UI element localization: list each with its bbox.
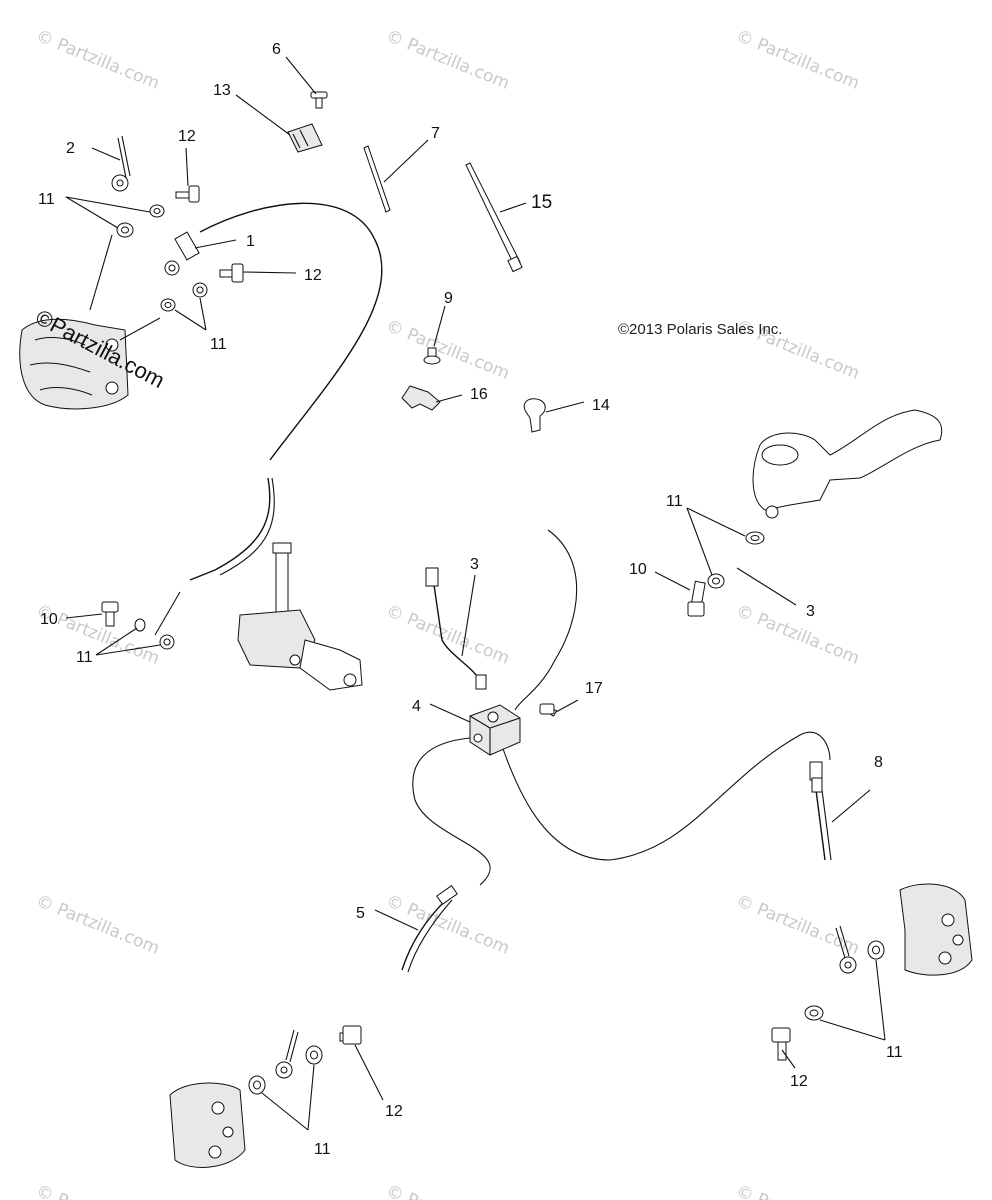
rear-master-cylinder <box>237 542 363 691</box>
clip-13 <box>287 123 323 153</box>
tie-strap-7 <box>363 145 391 213</box>
callout-7: 7 <box>431 125 440 142</box>
washers <box>116 204 885 1095</box>
callout-1: 1 <box>246 233 255 250</box>
banjo-fitting-rear-right <box>835 925 857 974</box>
hand-master-cylinder <box>752 409 943 519</box>
leader-lines <box>65 56 886 1131</box>
callout-10-left: 10 <box>40 611 58 628</box>
brake-line-8-lower <box>815 789 826 861</box>
bolt-17 <box>539 703 558 717</box>
callout-9: 9 <box>444 290 453 307</box>
brake-line-8 <box>499 732 831 861</box>
bolt-12-bottom <box>339 1025 362 1045</box>
brake-lines <box>189 202 832 973</box>
callout-labels: 6 13 12 2 11 1 12 11 7 15 9 16 14 11 10 … <box>38 41 903 1158</box>
callout-12-mid: 12 <box>304 267 322 284</box>
bolt-10-left <box>101 601 119 627</box>
rear-right-caliper <box>899 883 973 976</box>
callout-14: 14 <box>592 397 610 414</box>
callout-16: 16 <box>470 386 488 403</box>
watermark-8: © Partzilla.com <box>733 601 862 669</box>
hose-5-fitting <box>436 885 458 905</box>
hose-3-fitting <box>425 567 487 690</box>
banjo-fitting-rear-left <box>275 1029 299 1079</box>
parts <box>19 91 973 1168</box>
callout-11-bottom: 11 <box>314 1141 331 1158</box>
callout-6: 6 <box>272 41 281 58</box>
callout-2: 2 <box>66 140 75 157</box>
brake-line-8-lower-b <box>821 789 832 861</box>
callout-3-right: 3 <box>806 603 815 620</box>
distribution-block-4 <box>469 704 521 756</box>
watermark-layer: © Partzilla.com © Partzilla.com © Partzi… <box>33 26 862 1200</box>
callout-10-right: 10 <box>629 561 647 578</box>
callout-12-top: 12 <box>178 128 196 145</box>
watermark-7: © Partzilla.com <box>383 601 512 669</box>
bolt-6 <box>310 91 328 109</box>
brake-line-5-lower <box>401 897 449 971</box>
bolt-10-right <box>687 580 706 617</box>
bolt-12-mid <box>219 263 244 283</box>
callout-13: 13 <box>213 82 231 99</box>
bolt-12-top <box>175 185 200 203</box>
callout-11-mid: 11 <box>210 336 227 353</box>
watermark-13: © Partzilla.com <box>383 1181 512 1200</box>
bolt-9 <box>423 347 441 365</box>
callout-17: 17 <box>585 680 603 697</box>
callout-3-center: 3 <box>470 556 479 573</box>
banjo-fitting-2 <box>111 135 131 192</box>
watermark-11: © Partzilla.com <box>733 891 862 959</box>
callout-11-bottom-right: 11 <box>886 1044 903 1061</box>
bolts <box>101 91 791 1061</box>
hose-8-fitting <box>809 761 823 793</box>
rear-left-caliper <box>169 1082 246 1168</box>
brake-line-5 <box>412 737 491 886</box>
watermark-1: © Partzilla.com <box>33 26 162 94</box>
brake-line-5-lower-b <box>407 899 453 973</box>
watermark-9: © Partzilla.com <box>33 891 162 959</box>
banjo-fitting-1 <box>164 231 200 276</box>
callout-12-bottom: 12 <box>385 1103 403 1120</box>
callout-15: 15 <box>531 192 552 213</box>
callout-8: 8 <box>874 754 883 771</box>
callout-11-left: 11 <box>76 649 93 666</box>
copyright-notice: ©2013 Polaris Sales Inc. <box>618 321 782 338</box>
callout-11-top: 11 <box>38 191 55 208</box>
tie-strap-15 <box>465 162 523 273</box>
watermark-12: © Partzilla.com <box>33 1181 162 1200</box>
brake-line-1-lower <box>189 477 271 581</box>
watermark-10: © Partzilla.com <box>383 891 512 959</box>
watermark-3: © Partzilla.com <box>733 26 862 94</box>
clip-16 <box>401 385 441 411</box>
callout-5: 5 <box>356 905 365 922</box>
watermark-4: © Partzilla.com <box>383 316 512 384</box>
brake-line-upper-right <box>514 529 578 711</box>
callout-11-right: 11 <box>666 493 683 510</box>
watermark-2: © Partzilla.com <box>383 26 512 94</box>
callout-4: 4 <box>412 698 421 715</box>
watermark-14: © Partzilla.com <box>733 1181 862 1200</box>
callout-12-bottom-right: 12 <box>790 1073 808 1090</box>
brake-line-1 <box>199 202 383 461</box>
clamp-14 <box>523 398 546 433</box>
bolt-12-right <box>771 1027 791 1061</box>
brake-line-1-lower-b <box>219 477 275 576</box>
front-left-caliper <box>19 318 129 410</box>
